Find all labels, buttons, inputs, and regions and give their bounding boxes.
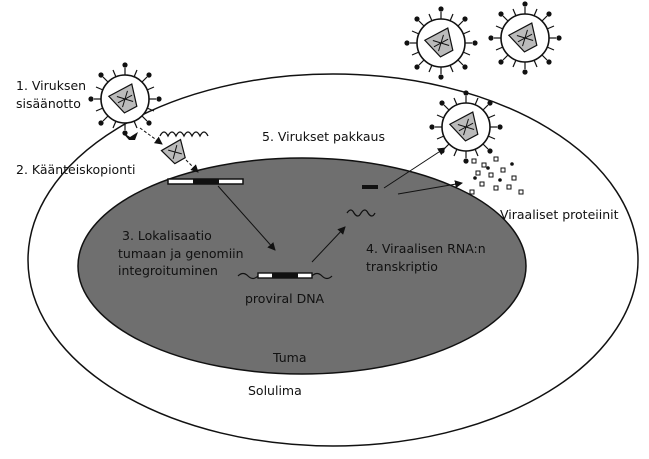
- label-step2: 2. Käänteiskopionti: [16, 162, 136, 177]
- nuclear-rna: [362, 185, 378, 189]
- budding-virion: [428, 89, 504, 165]
- integration-arrow: [217, 185, 276, 251]
- entry-arrow: [139, 127, 163, 145]
- host-dna-left: [237, 272, 259, 280]
- packaging-arrow: [383, 147, 446, 189]
- label-step4-line2: transkriptio: [366, 259, 438, 274]
- transcription-arrow: [311, 226, 346, 263]
- label-nucleus: Tuma: [272, 350, 307, 365]
- membrane-coil: [159, 131, 209, 138]
- viral-protein-dots: [469, 156, 524, 195]
- label-step3-line2: tumaan ja genomiin: [118, 246, 244, 261]
- label-viral-proteins: Viraaliset proteiinit: [500, 207, 619, 222]
- host-dna-right: [311, 272, 333, 280]
- viral-rna: [346, 209, 376, 217]
- nucleus: [77, 157, 527, 375]
- label-step1-line2: sisäänotto: [16, 96, 81, 111]
- capsid: [160, 138, 186, 165]
- label-step5: 5. Virukset pakkaus: [262, 129, 385, 144]
- entering-virion: [87, 61, 163, 137]
- label-proviral-dna: proviral DNA: [245, 291, 325, 306]
- free-virion-1: [403, 5, 479, 81]
- label-step4-line1: 4. Viraalisen RNA:n: [366, 241, 486, 256]
- receptor: [122, 132, 138, 140]
- uncoating-arrow: [185, 159, 199, 173]
- label-step1-line1: 1. Viruksen: [16, 78, 86, 93]
- label-step3-line1: 3. Lokalisaatio: [122, 228, 212, 243]
- label-step3-line3: integroituminen: [118, 263, 218, 278]
- label-cytoplasm: Solulima: [248, 383, 302, 398]
- free-virion-2: [487, 0, 563, 76]
- protein-arrow: [397, 180, 463, 195]
